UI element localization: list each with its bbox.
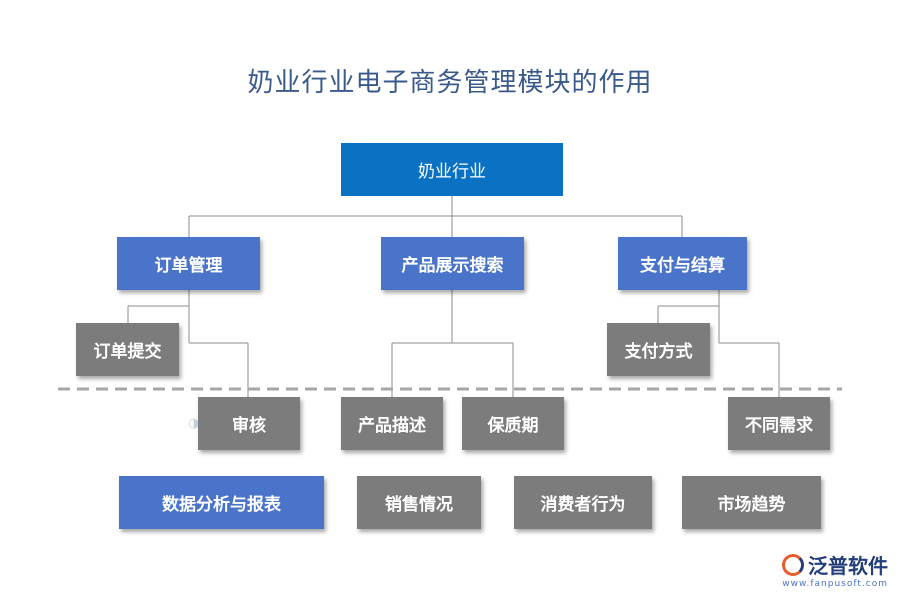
logo-brand-text: 泛普软件 <box>808 554 888 578</box>
node-order-management: 订单管理 <box>117 237 260 290</box>
node-sales: 销售情况 <box>357 476 481 529</box>
root-node: 奶业行业 <box>341 143 563 196</box>
logo-icon <box>782 554 804 576</box>
node-data-analysis: 数据分析与报表 <box>119 476 324 529</box>
logo-url: www.fanpusoft.com <box>782 579 888 589</box>
node-payment-settlement: 支付与结算 <box>618 237 747 290</box>
node-different-needs: 不同需求 <box>728 397 830 450</box>
node-order-submit: 订单提交 <box>76 323 179 376</box>
node-product-description: 产品描述 <box>341 397 443 450</box>
node-review: 审核 <box>198 397 300 450</box>
node-shelf-life: 保质期 <box>462 397 564 450</box>
node-payment-method: 支付方式 <box>607 323 710 376</box>
diagram-title: 奶业行业电子商务管理模块的作用 <box>247 68 653 98</box>
node-consumer-behavior: 消费者行为 <box>514 476 652 529</box>
brand-logo: 泛普软件 www.fanpusoft.com <box>782 550 888 589</box>
node-market-trend: 市场趋势 <box>682 476 821 529</box>
watermark-icon: ◑ <box>188 416 200 431</box>
node-product-search: 产品展示搜索 <box>381 237 524 290</box>
